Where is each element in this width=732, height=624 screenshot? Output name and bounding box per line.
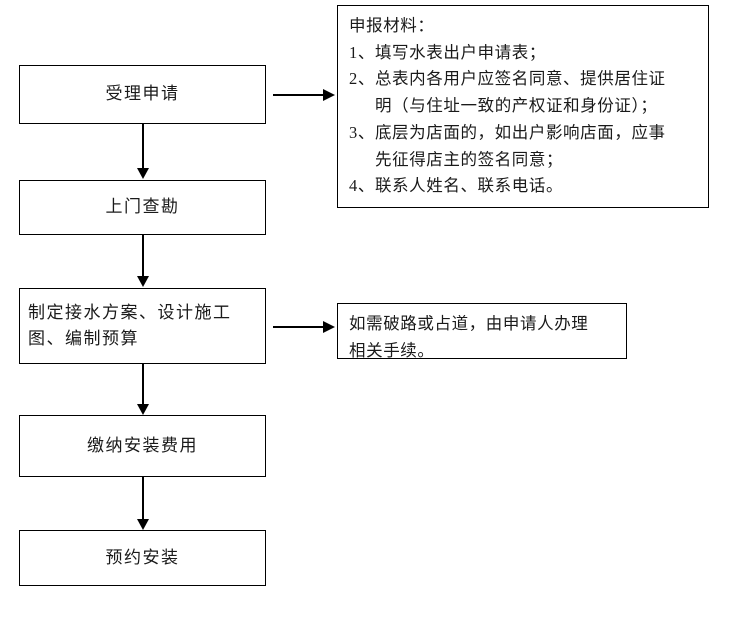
process-box-plan-design-budget[interactable]: 制定接水方案、设计施工 图、编制预算 <box>19 288 266 364</box>
connector-arrowhead-step1-note <box>323 89 335 101</box>
connector-arrowhead-step4-step5 <box>137 519 149 530</box>
process-box-site-survey[interactable]: 上门查勘 <box>19 180 266 235</box>
process-box-label: 受理申请 <box>105 84 180 104</box>
note-line: 相关手续。 <box>349 340 435 360</box>
note-line: 3、底层为店面的，如出户影响店面，应事 <box>349 122 666 142</box>
note-line: 申报材料： <box>349 16 435 35</box>
note-content: 如需破路或占道，由申请人办理 相关手续。 <box>338 304 626 370</box>
connector-line-step3-note <box>273 326 325 328</box>
note-line: 2、总表内各用户应签名同意、提供居住证 <box>349 69 666 89</box>
process-box-label: 预约安装 <box>105 547 180 567</box>
connector-arrowhead-step1-step2 <box>137 168 149 179</box>
note-content: 申报材料： 1、填写水表出户申请表； 2、总表内各用户应签名同意、提供居住证 明… <box>338 6 708 206</box>
process-box-schedule-installation[interactable]: 预约安装 <box>19 530 266 586</box>
connector-line-step4-step5 <box>142 477 144 520</box>
note-line: 先征得店主的签名同意； <box>375 149 564 169</box>
note-line: 4、联系人姓名、联系电话。 <box>349 176 564 196</box>
connector-arrowhead-step3-step4 <box>137 404 149 415</box>
connector-line-step1-note <box>273 94 325 96</box>
note-line: 1、填写水表出户申请表； <box>349 42 546 62</box>
connector-arrowhead-step2-step3 <box>137 276 149 287</box>
connector-line-step1-step2 <box>142 124 144 169</box>
note-line: 如需破路或占道，由申请人办理 <box>349 314 589 333</box>
process-box-label: 制定接水方案、设计施工 图、编制预算 <box>28 302 232 348</box>
note-line: 明（与住址一致的产权证和身份证）； <box>375 96 658 116</box>
connector-arrowhead-step3-note <box>323 321 335 333</box>
note-box-required-materials[interactable]: 申报材料： 1、填写水表出户申请表； 2、总表内各用户应签名同意、提供居住证 明… <box>337 5 709 208</box>
connector-line-step3-step4 <box>142 364 144 405</box>
process-box-pay-installation-fee[interactable]: 缴纳安装费用 <box>19 415 266 477</box>
process-box-label: 缴纳安装费用 <box>87 435 198 455</box>
connector-line-step2-step3 <box>142 235 144 277</box>
process-box-receive-application[interactable]: 受理申请 <box>19 65 266 124</box>
process-box-label: 上门查勘 <box>105 197 180 217</box>
note-box-roadwork-permit[interactable]: 如需破路或占道，由申请人办理 相关手续。 <box>337 303 627 360</box>
